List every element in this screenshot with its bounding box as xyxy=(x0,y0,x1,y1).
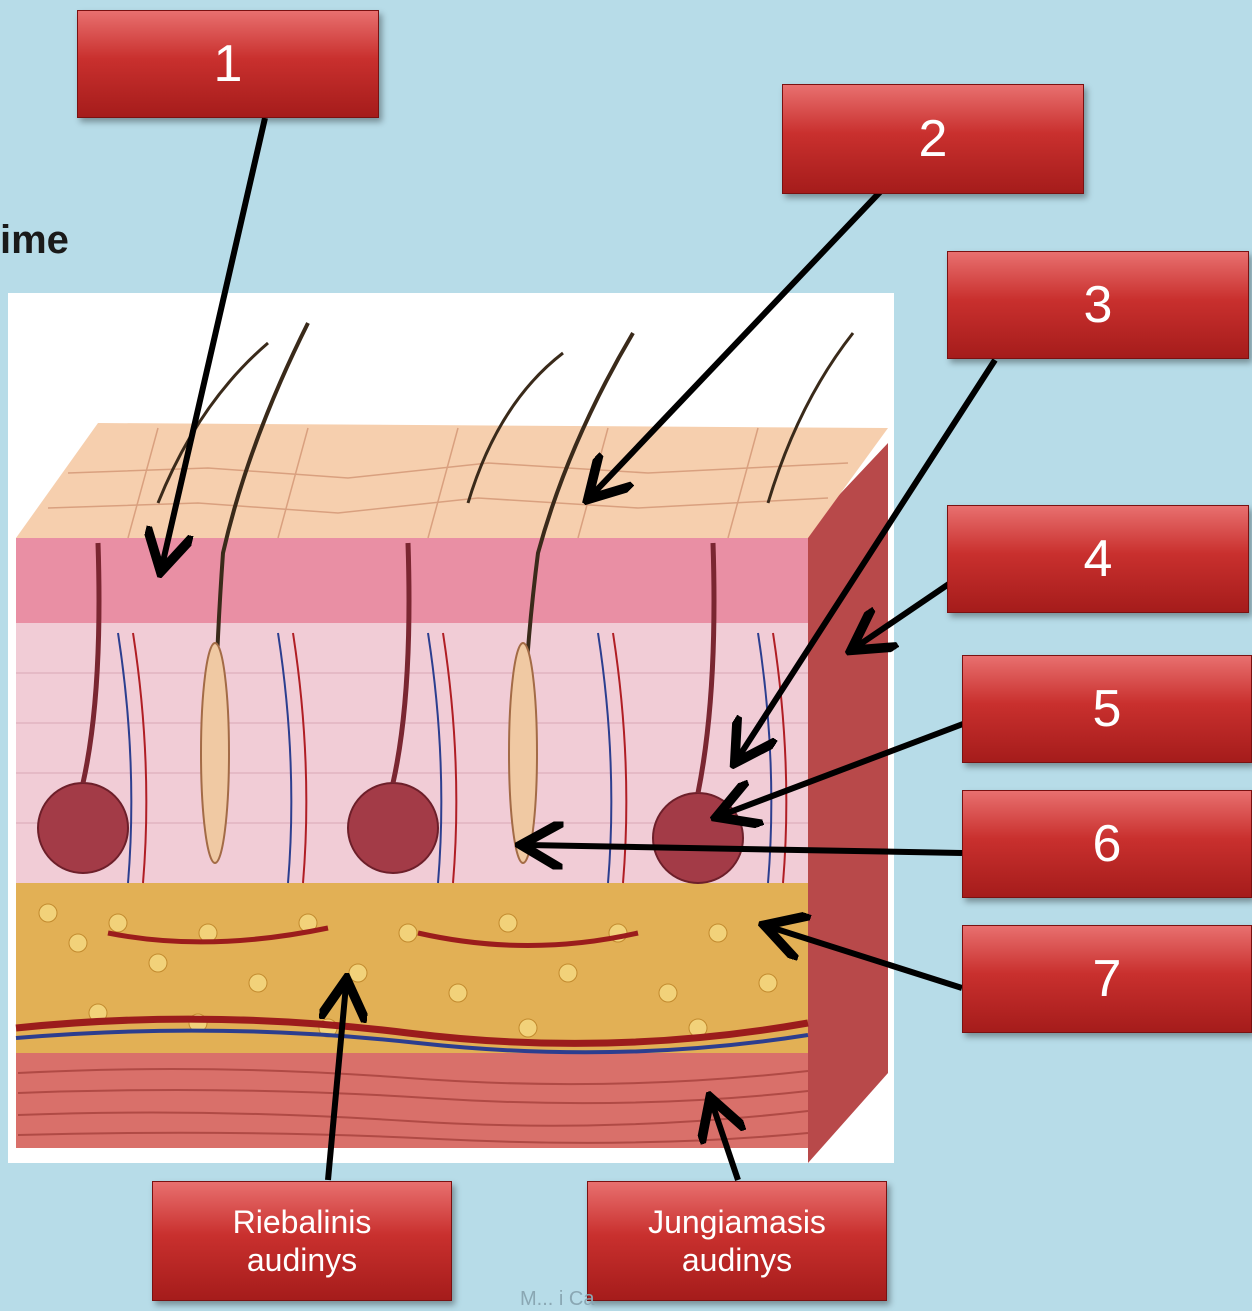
label-box-1[interactable]: 1 xyxy=(77,10,379,118)
label-box-riebalinis[interactable]: Riebalinis audinys xyxy=(152,1181,452,1301)
skin-surface xyxy=(16,423,888,538)
epidermis-layer xyxy=(16,538,808,623)
label-box-3[interactable]: 3 xyxy=(947,251,1249,359)
label-box-6[interactable]: 6 xyxy=(962,790,1252,898)
page-heading-fragment: ime xyxy=(0,218,69,263)
label-box-5[interactable]: 5 xyxy=(962,655,1252,763)
skin-side-face xyxy=(808,443,888,1163)
label-box-2[interactable]: 2 xyxy=(782,84,1084,194)
label-box-4[interactable]: 4 xyxy=(947,505,1249,613)
label-box-jungiamasis[interactable]: Jungiamasis audinys xyxy=(587,1181,887,1301)
footer-author: M... i Ca xyxy=(520,1288,594,1311)
label-box-7[interactable]: 7 xyxy=(962,925,1252,1033)
skin-illustration xyxy=(8,293,894,1163)
